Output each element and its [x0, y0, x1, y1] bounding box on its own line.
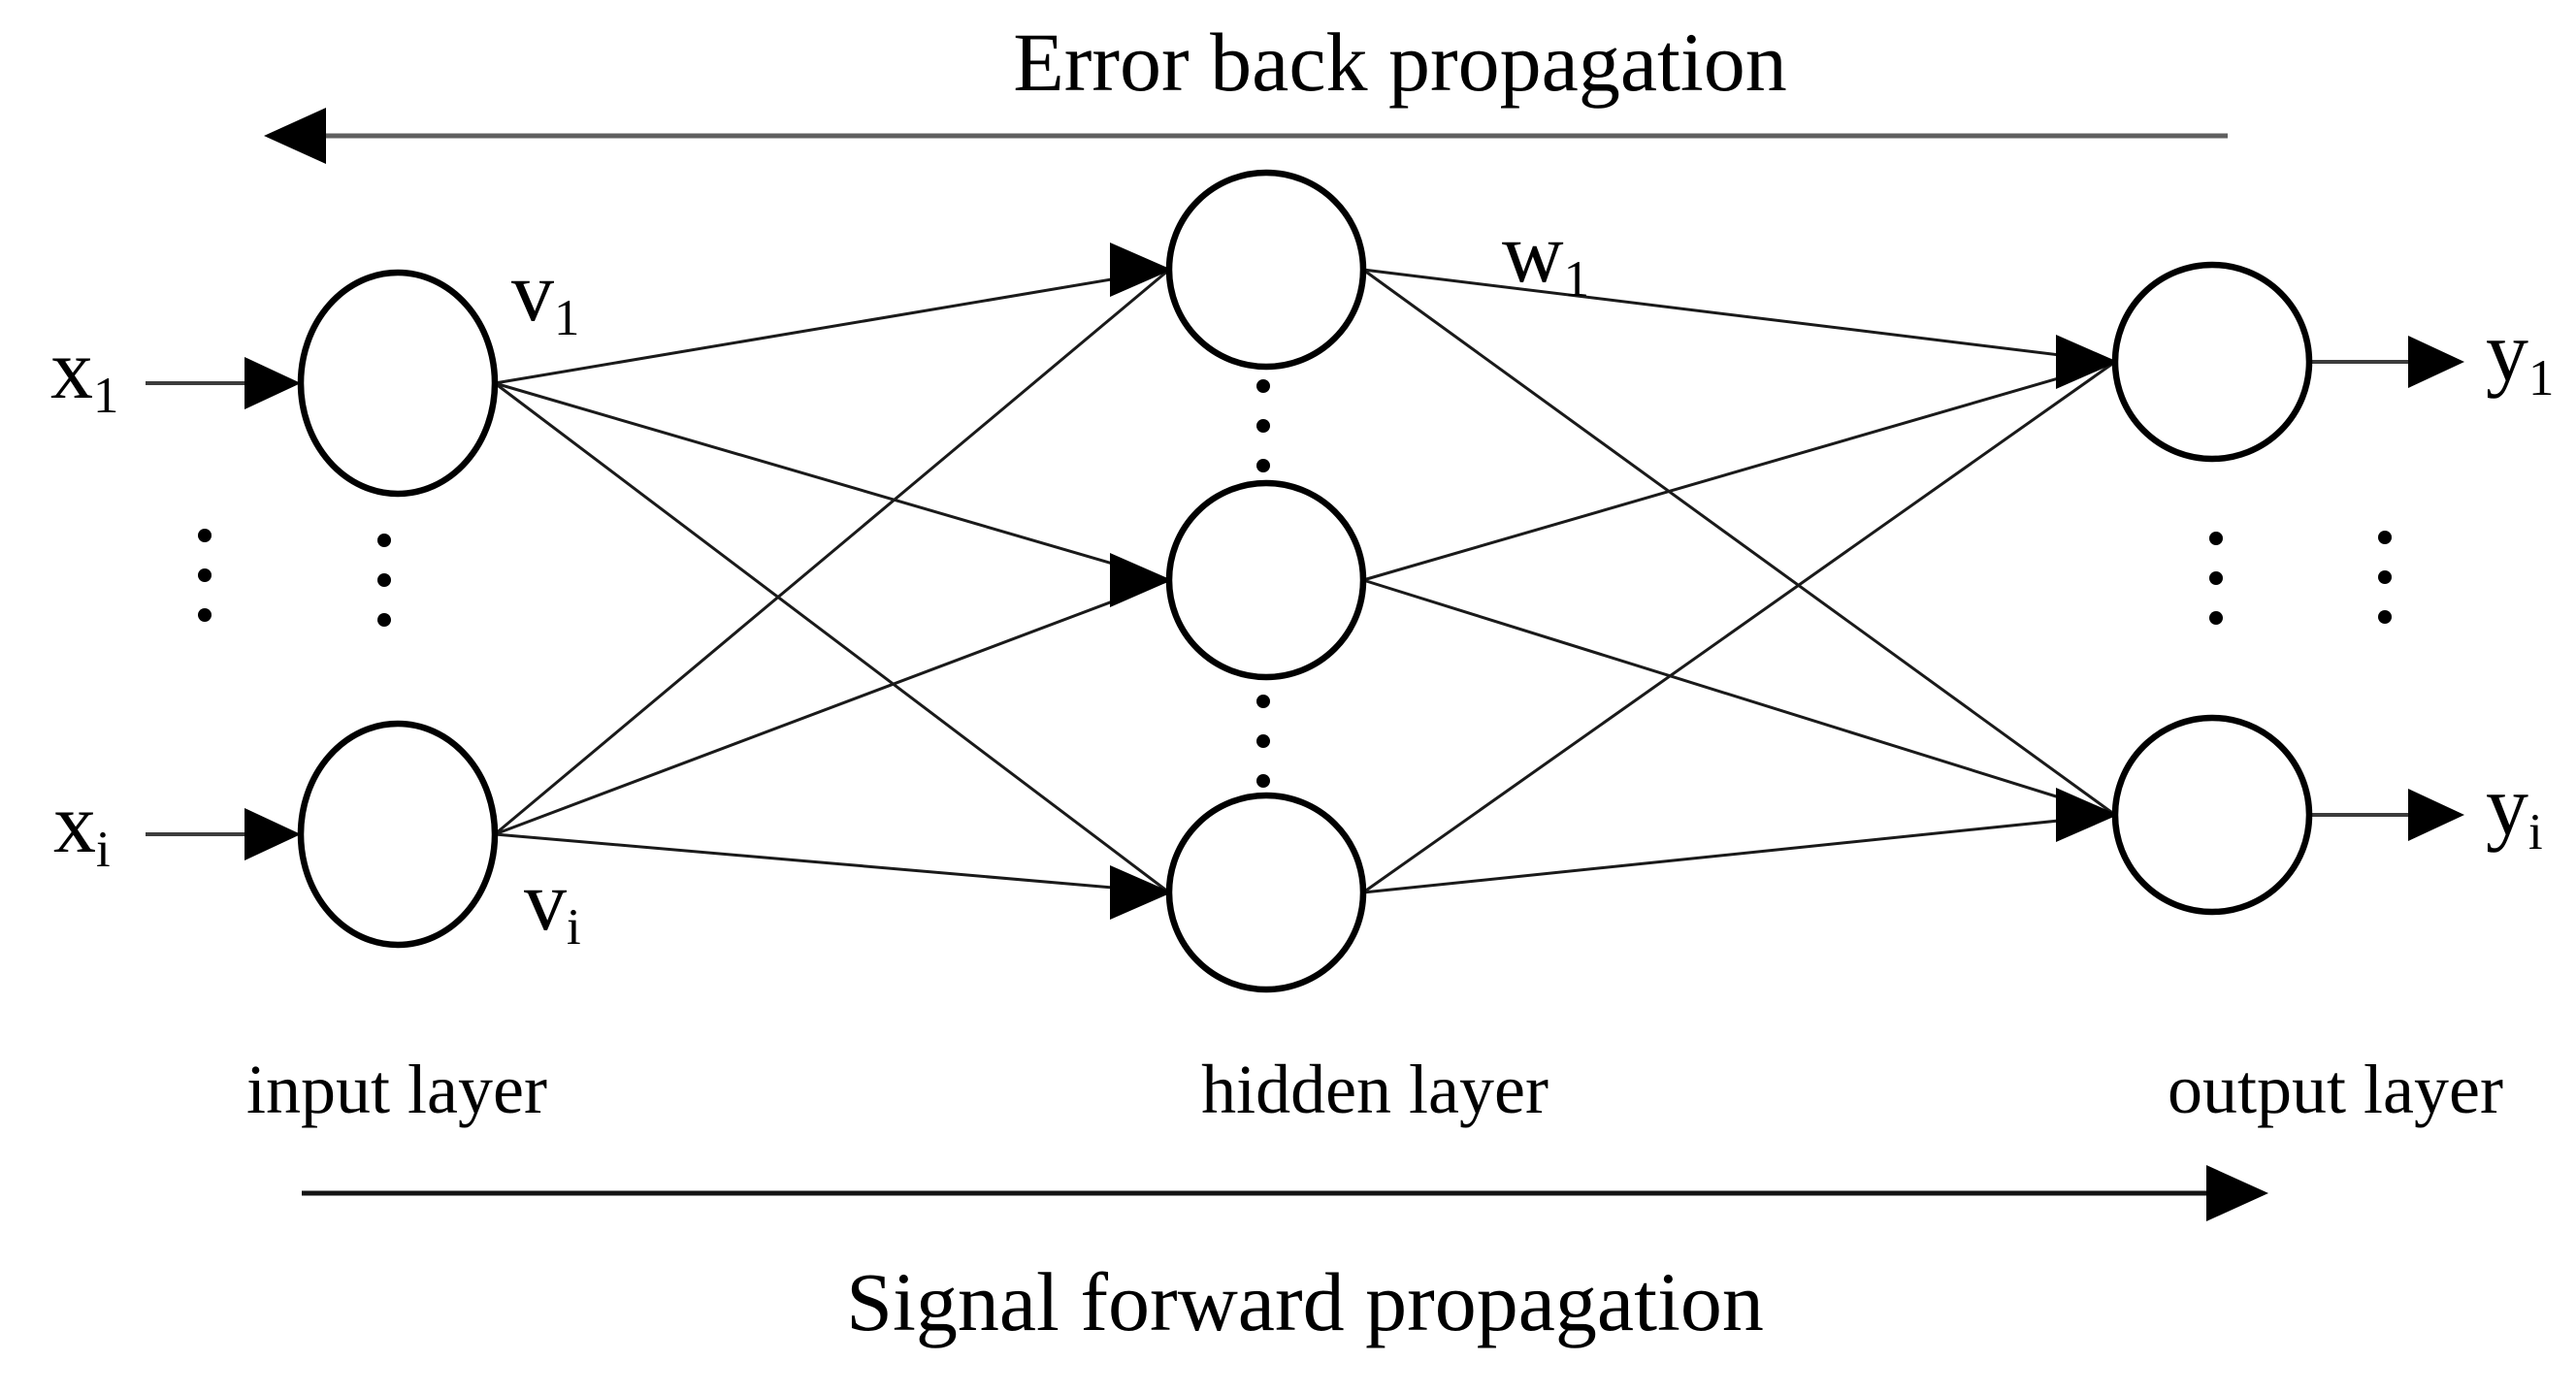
dot [198, 568, 212, 582]
output-node-i [2111, 714, 2313, 916]
dot [377, 613, 391, 627]
label-w1: w1 [1502, 211, 1589, 306]
dot [2209, 611, 2223, 625]
edge-hidden2-outputi [1362, 578, 2116, 817]
arrowhead-left-icon [264, 108, 326, 164]
hidden-node-3 [1165, 792, 1367, 993]
label-y1-main: y [2486, 306, 2528, 400]
edge-hidden1-output1 [1362, 268, 2116, 364]
input-arrow-xi [146, 808, 301, 860]
hidden-layer-label: hidden layer [1201, 1051, 1549, 1128]
label-w1-sub: 1 [1563, 250, 1589, 308]
label-vi: vi [524, 859, 581, 954]
edge-input1-hidden2 [494, 381, 1170, 582]
label-yi: yi [2486, 764, 2543, 859]
edge-hidden1-outputi [1362, 268, 2116, 817]
ellipsis-output-nodes [2209, 532, 2223, 625]
label-vi-main: v [524, 855, 567, 949]
label-v1-sub: 1 [554, 289, 580, 346]
arrowhead-right-icon [2056, 788, 2118, 842]
label-xi-sub: i [96, 821, 111, 878]
edge-inputi-hidden2 [494, 578, 1170, 836]
label-v1: v1 [511, 250, 579, 344]
input-layer-label: input layer [246, 1051, 547, 1128]
edge-inputi-hidden1 [494, 268, 1170, 836]
dot [1256, 695, 1270, 708]
input-arrow-x1 [146, 357, 301, 409]
hidden-node-1 [1165, 169, 1367, 371]
input-node-1 [297, 269, 499, 498]
dot [1256, 734, 1270, 748]
dot [198, 608, 212, 622]
ellipsis-input-nodes [377, 534, 391, 627]
label-yi-sub: i [2528, 803, 2543, 860]
label-x1: x1 [50, 328, 118, 422]
dot [2378, 610, 2392, 624]
title-signal-forward-propagation: Signal forward propagation [846, 1255, 1764, 1348]
dot [1256, 379, 1270, 393]
edge-arrowheads [1110, 243, 2118, 920]
label-xi: xi [53, 782, 111, 876]
label-yi-main: y [2486, 760, 2528, 854]
arrowhead-right-icon [1110, 865, 1172, 920]
output-node-1 [2111, 261, 2313, 463]
edge-hidden3-outputi [1362, 813, 2116, 894]
label-y1: y1 [2486, 310, 2554, 405]
ellipsis-output-labels [2378, 531, 2392, 624]
output-layer-label: output layer [2168, 1051, 2503, 1128]
label-x1-main: x [50, 323, 93, 417]
dot [2209, 571, 2223, 585]
label-xi-main: x [53, 777, 96, 871]
edge-input1-hidden3 [494, 381, 1170, 894]
dot [377, 573, 391, 587]
edge-hidden3-output1 [1362, 360, 2116, 894]
edges-hidden-output [1362, 268, 2116, 894]
nodes [297, 169, 2313, 993]
dot [2209, 532, 2223, 545]
ellipsis-input-labels [198, 529, 212, 622]
arrowhead-right-icon [245, 808, 301, 860]
edges-input-hidden [494, 268, 1170, 894]
output-arrow-y1 [2311, 336, 2464, 388]
label-y1-sub: 1 [2528, 349, 2555, 406]
arrowhead-right-icon [2408, 789, 2464, 841]
label-v1-main: v [511, 245, 554, 340]
ellipsis-hidden-upper [1256, 379, 1270, 472]
dot [1256, 459, 1270, 472]
arrowhead-right-icon [1110, 553, 1172, 607]
dot [377, 534, 391, 547]
arrowhead-right-icon [2056, 335, 2118, 389]
arrowhead-right-icon [1110, 243, 1172, 297]
edge-inputi-hidden3 [494, 832, 1170, 894]
label-vi-sub: i [567, 898, 581, 956]
dot [198, 529, 212, 542]
input-node-i [297, 720, 499, 949]
dot [1256, 419, 1270, 433]
output-arrow-yi [2311, 789, 2464, 841]
edge-input1-hidden1 [494, 268, 1170, 385]
label-w1-main: w [1502, 207, 1564, 301]
arrowhead-right-icon [2408, 336, 2464, 388]
signal-forward-arrow [302, 1165, 2268, 1221]
dot [1256, 774, 1270, 788]
ellipsis-hidden-lower [1256, 695, 1270, 788]
hidden-node-2 [1165, 479, 1367, 681]
arrowhead-right-icon [2206, 1165, 2268, 1221]
error-backprop-arrow [264, 108, 2228, 164]
title-error-back-propagation: Error back propagation [1013, 16, 1787, 109]
dot [2378, 531, 2392, 544]
arrowhead-right-icon [245, 357, 301, 409]
edge-hidden2-output1 [1362, 360, 2116, 582]
label-x1-sub: 1 [93, 367, 119, 424]
dot [2378, 570, 2392, 584]
